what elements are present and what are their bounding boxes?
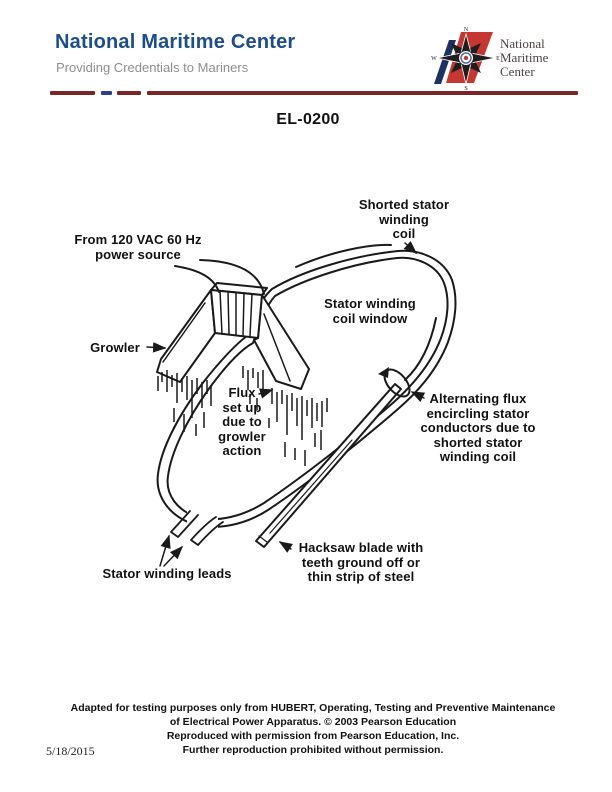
divider-segment	[117, 91, 141, 95]
logo-wordmark: National Maritime Center	[500, 36, 549, 79]
label-power-source: From 120 VAC 60 Hz power source	[74, 232, 202, 262]
copyright-line: of Electrical Power Apparatus. © 2003 Pe…	[169, 716, 457, 728]
compass-w-label: W	[431, 56, 437, 62]
power-wires	[174, 259, 265, 295]
flux-dashes	[157, 366, 328, 466]
stator-winding-leads-wires	[170, 510, 224, 546]
copyright-line: Further reproduction prohibited without …	[182, 744, 444, 756]
growler-diagram	[146, 241, 457, 567]
flux-ellipse	[378, 367, 411, 398]
date-stamp: 5/18/2015	[46, 744, 95, 758]
label-flux: Flux set up due to growler action	[218, 385, 266, 458]
hacksaw-blade	[255, 383, 402, 548]
label-shorted-coil: Shorted stator winding coil	[358, 197, 450, 241]
divider-segment	[147, 91, 578, 95]
compass-rose-icon: N S E W	[431, 27, 500, 92]
compass-s-label: S	[464, 86, 467, 92]
compass-e-label: E	[496, 56, 500, 62]
leader-arrows	[146, 241, 426, 567]
compass-n-label: N	[464, 27, 469, 33]
label-hacksaw-blade: Hacksaw blade with teeth ground off or t…	[298, 540, 424, 584]
divider-segment-blue	[101, 91, 112, 95]
page-title: National Maritime Center	[55, 31, 296, 53]
label-coil-window: Stator winding coil window	[324, 296, 416, 326]
shorted-turn-top-line	[295, 243, 392, 268]
page-subtitle: Providing Credentials to Mariners	[56, 60, 249, 75]
growler-windings	[219, 290, 253, 337]
divider-segment	[50, 91, 95, 95]
copyright-line: Adapted for testing purposes only from H…	[70, 702, 556, 714]
label-growler: Growler	[90, 340, 140, 355]
copyright-notice: Adapted for testing purposes only from H…	[14, 701, 612, 757]
copyright-line: Reproduced with permission from Pearson …	[166, 730, 460, 742]
stator-coil-inner	[166, 256, 449, 521]
label-stator-winding-leads: Stator winding leads	[102, 566, 232, 581]
shorted-turn-right-line	[404, 317, 437, 381]
label-alternating-flux: Alternating flux encircling stator condu…	[420, 391, 536, 464]
document-code: EL-0200	[276, 111, 340, 128]
growler-core	[156, 282, 310, 390]
